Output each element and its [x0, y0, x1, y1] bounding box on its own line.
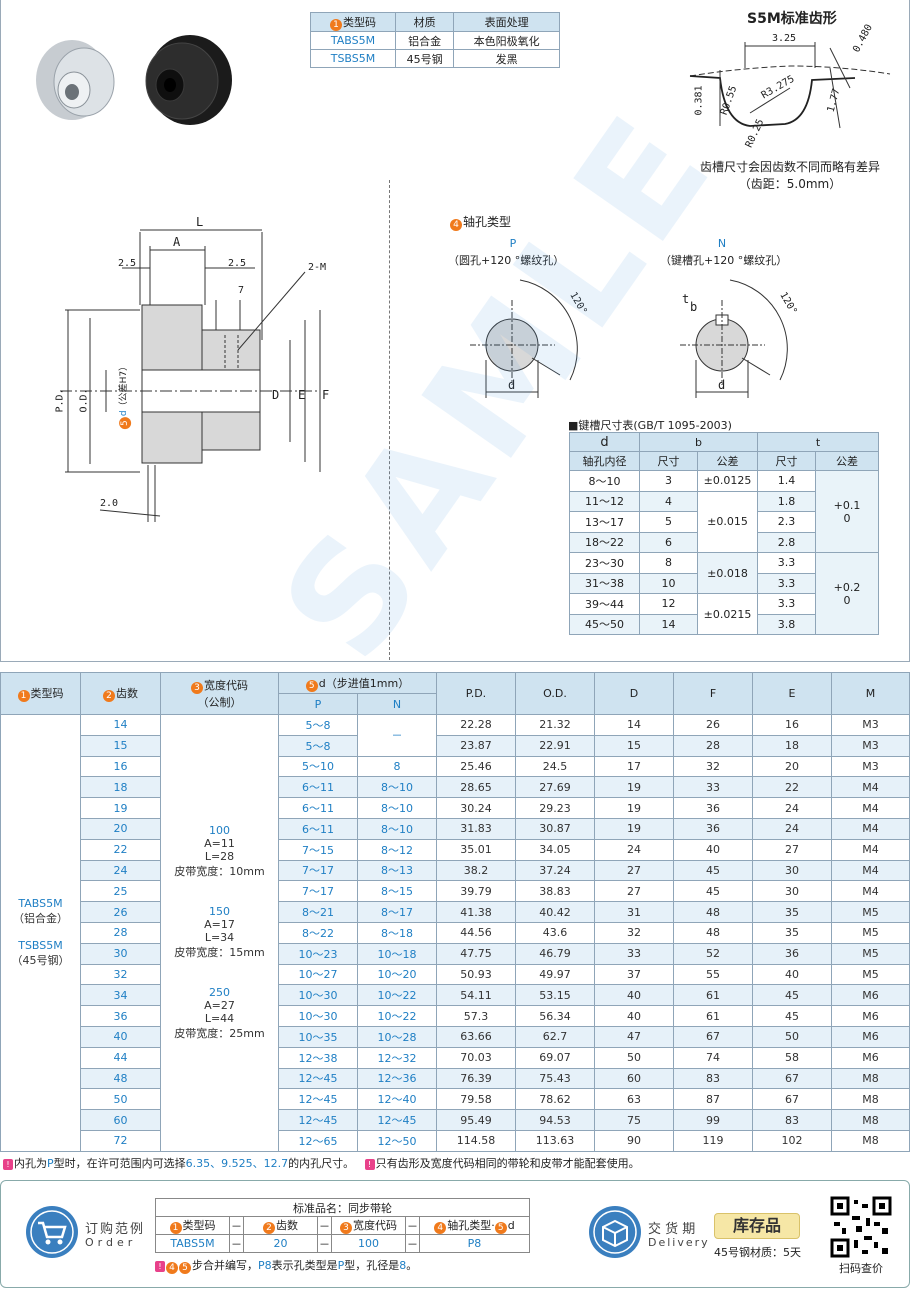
delivery-box-icon — [589, 1206, 641, 1258]
cart-icon — [26, 1206, 78, 1258]
stock-badge: 库存品 — [714, 1213, 800, 1239]
tooth-note: 齿槽尺寸会因齿数不同而略有差异 — [699, 160, 880, 174]
product-photo-aluminum — [22, 30, 122, 120]
tooth-profile-title: S5M标准齿形 — [747, 11, 837, 27]
product-photo-steel — [130, 25, 240, 125]
tooth-profile-drawing — [689, 42, 891, 129]
footnote: !内孔为P型时，在许可范围内可选择6.35、9.525、12.7的内孔尺寸。 !… — [3, 1155, 640, 1171]
keyway-title: ■键槽尺寸表(GB/T 1095-2003) — [568, 419, 732, 432]
type-code-cell: TABS5M（铝合金）TSBS5M（45号钢） — [0, 714, 81, 1152]
qr-code-icon[interactable] — [830, 1196, 892, 1258]
bore-p-drawing — [470, 279, 578, 398]
bore-n-drawing — [680, 279, 788, 398]
divider — [389, 180, 390, 660]
pulley-section-drawing — [60, 229, 321, 522]
top-frame — [0, 0, 910, 662]
